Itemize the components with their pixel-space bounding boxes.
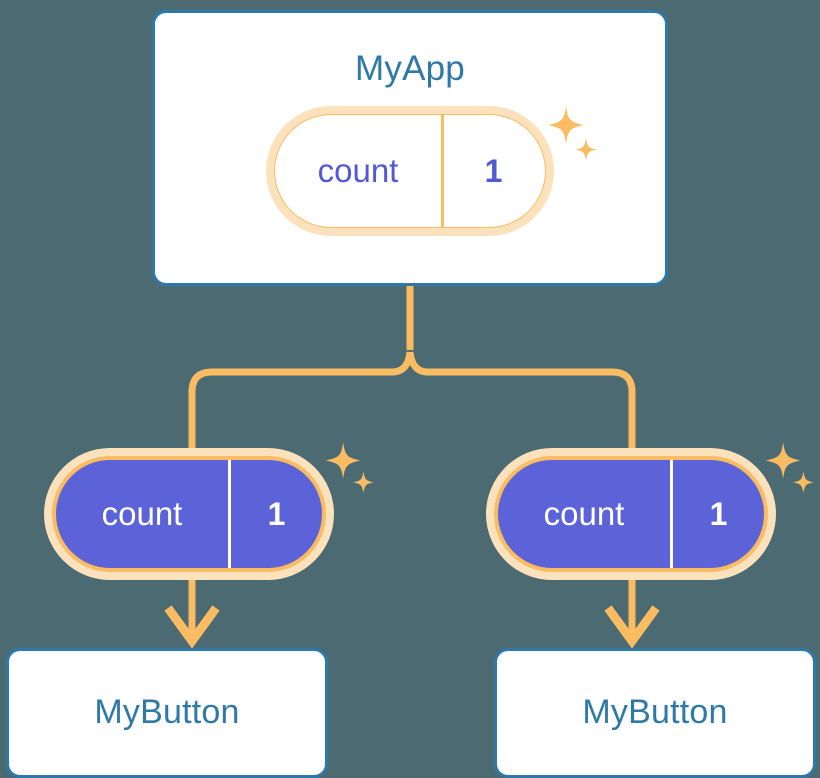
prop-pill-right-body: count 1 [498,460,764,568]
component-box-mybutton-left[interactable]: MyButton [6,648,328,778]
prop-pill-left-key: count [101,495,183,532]
prop-pill-right-key: count [543,495,625,532]
state-pill-app-key: count [317,152,399,189]
prop-pill-right-value: 1 [709,495,728,532]
prop-pill-left-body: count 1 [56,460,322,568]
arrow-left-head [164,605,220,649]
state-pill-app-body: count 1 [275,115,545,227]
prop-pill-left[interactable]: count 1 [44,448,334,580]
prop-pill-right-divider [670,460,673,568]
prop-pill-left-divider [228,460,231,568]
app-card-title: MyApp [355,49,465,88]
state-pill-app[interactable]: count 1 [266,106,554,236]
state-pill-app-divider [441,115,444,227]
state-pill-app-value: 1 [484,152,503,189]
connector-branch-right [406,351,636,462]
connector-branch-left [188,351,414,462]
prop-pill-right[interactable]: count 1 [486,448,776,580]
arrow-right-head [604,605,660,649]
component-box-mybutton-right[interactable]: MyButton [494,648,816,778]
prop-pill-left-value: 1 [267,495,286,532]
component-box-label: MyButton [94,692,240,731]
component-box-label: MyButton [582,692,728,731]
